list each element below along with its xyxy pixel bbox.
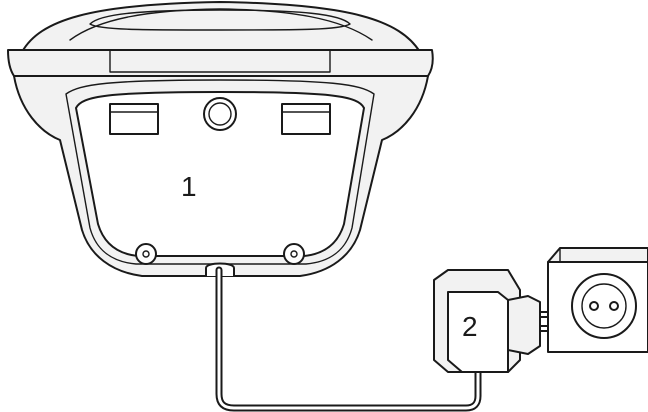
power-cable [215, 266, 482, 412]
foot-right [283, 243, 305, 265]
power-adapter-front [447, 291, 509, 373]
base-station-top-groove [69, 8, 373, 41]
wall-mount-slot-left [109, 103, 159, 135]
wall-mount-slot-right [281, 103, 331, 135]
base-station-inner-edge [65, 79, 375, 265]
callout-base-station: 1 [181, 171, 197, 202]
foot-right-center [290, 250, 298, 258]
power-adapter-plug-body [507, 295, 541, 355]
base-station-rim-panel [109, 49, 331, 73]
power-cable-core [217, 268, 480, 410]
wall-socket-frame-side [547, 247, 648, 263]
callout-power-adapter: 2 [462, 311, 478, 342]
foot-left [135, 243, 157, 265]
foot-left-center [142, 250, 150, 258]
base-station-top-slot [89, 9, 351, 31]
socket-hole-left [589, 301, 599, 311]
wall-socket [547, 247, 648, 353]
power-adapter: 2 [433, 269, 563, 373]
socket-outlet-inner [581, 283, 627, 329]
socket-hole-right [609, 301, 619, 311]
center-knob-inner [208, 102, 232, 126]
base-station: 1 [7, 1, 434, 277]
